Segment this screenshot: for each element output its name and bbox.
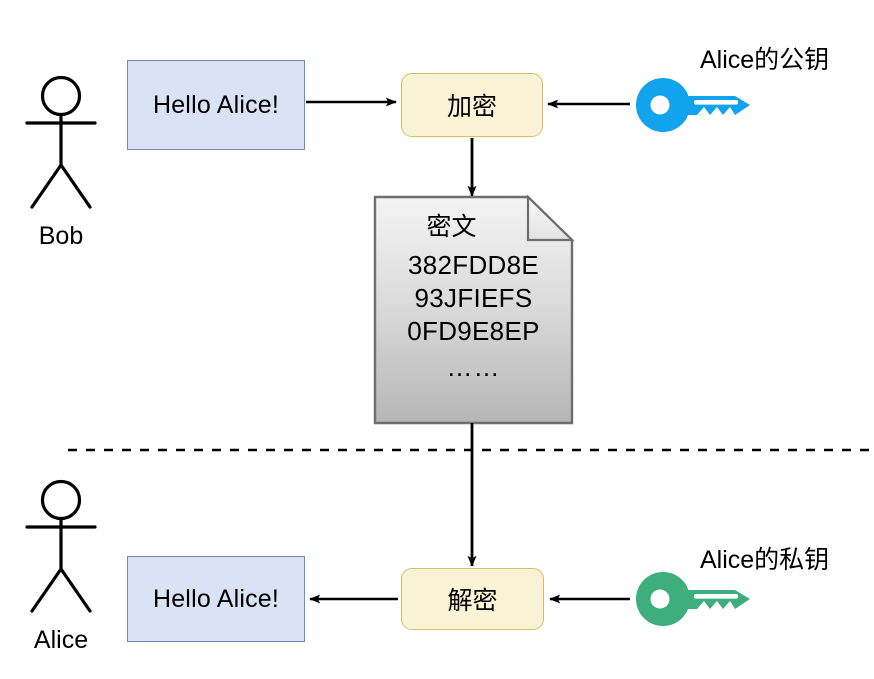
message-box-plaintext-bottom[interactable]: Hello Alice! xyxy=(127,556,305,642)
process-label-decrypt: 解密 xyxy=(447,587,498,615)
message-text-plaintext-bottom: Hello Alice! xyxy=(152,584,280,613)
stick-figure-icon-alice xyxy=(25,479,97,613)
key-label-private: Alice的私钥 xyxy=(700,546,830,574)
key-icon-public xyxy=(636,78,750,132)
key-icon-private xyxy=(636,572,750,626)
message-text-plaintext-top: Hello Alice! xyxy=(152,90,280,119)
process-label-encrypt: 加密 xyxy=(446,93,497,121)
process-box-decrypt[interactable]: 解密 xyxy=(401,568,544,630)
message-box-plaintext-top[interactable]: Hello Alice! xyxy=(127,60,305,150)
stick-figure-icon-bob xyxy=(25,75,97,209)
key-label-public: Alice的公钥 xyxy=(700,46,830,74)
actor-label-bob: Bob xyxy=(38,222,84,250)
actor-label-alice: Alice xyxy=(33,626,89,654)
document-icon xyxy=(373,194,575,425)
process-box-encrypt[interactable]: 加密 xyxy=(401,73,543,137)
